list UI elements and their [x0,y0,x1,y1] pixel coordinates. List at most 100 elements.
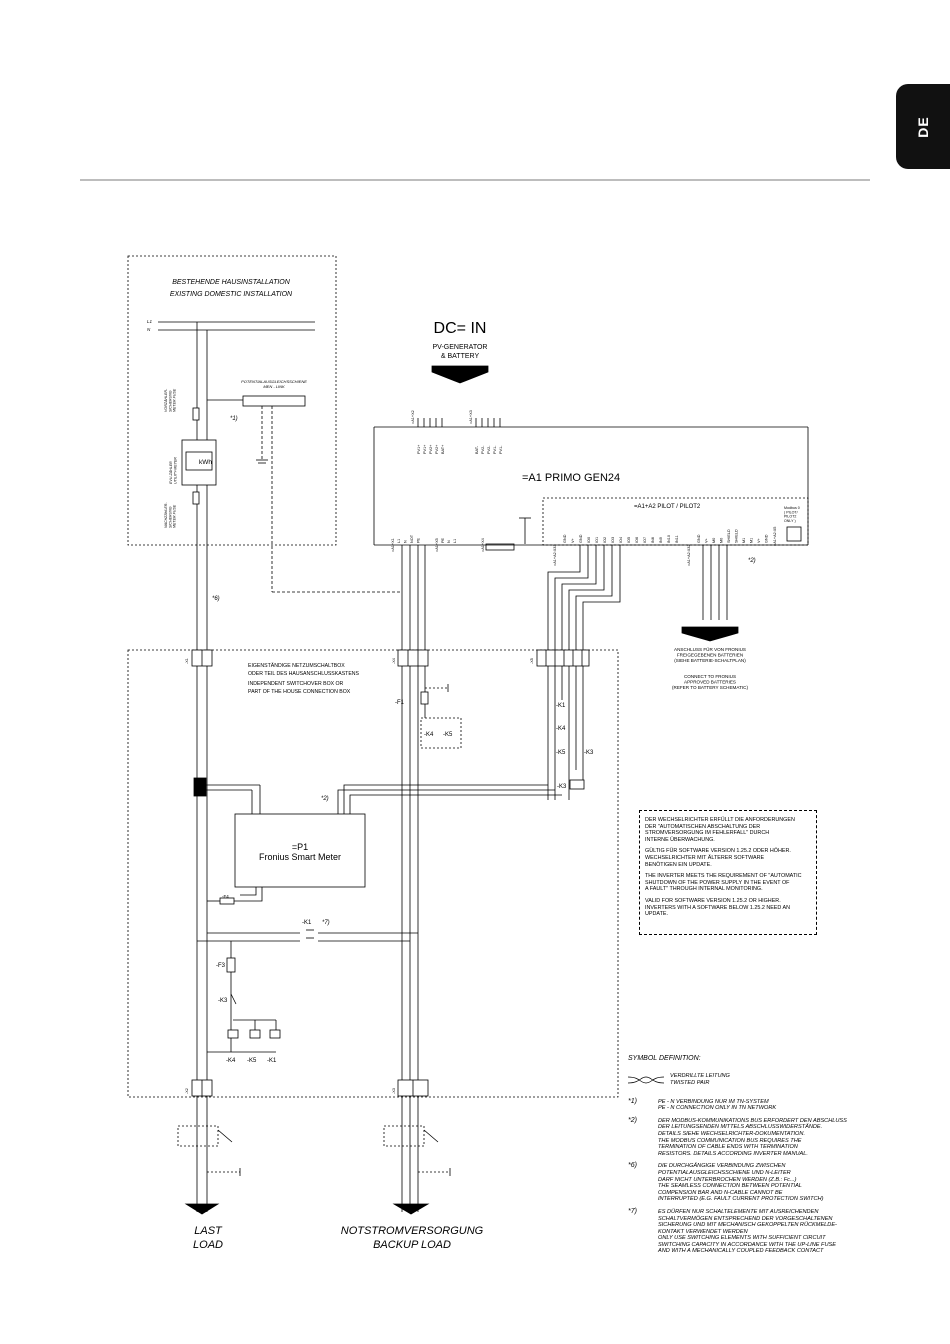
relay-k1-ref: *7) [322,920,330,926]
l1-label: L1 [147,319,153,324]
kwh-label: kWh [199,459,212,466]
legend-text-1: PE - N VERBINDUNG NUR IM TN-SYSTEM PE - … [658,1098,777,1112]
switchbox-en1: INDEPENDENT SWITCHOVER BOX OR [248,681,344,687]
x33-pin-label: IO4 [619,537,623,543]
x32-pin-label: M0 [712,538,716,543]
relay-k5-a: -K5 [443,732,453,738]
legend-text-2: DER MODBUS-KOMMUNIKATIONS BUS ERFORDERT … [658,1117,847,1157]
relay-k1-b: -K1 [556,703,566,709]
relay-k3-b: -K3 [584,750,594,756]
language-tab[interactable]: DE [896,84,950,169]
legend-key-7: *7) [628,1207,637,1215]
x2-pin-label: BAT+ [441,444,445,454]
backup-label-1: NOTSTROMVERSORGUNG [341,1225,484,1237]
legend-key-6: *6) [628,1162,637,1170]
x5-label: =A1+X5 [435,538,439,552]
x4-label: =A1+X4 [481,538,485,552]
legend-twist-text: VERDRILLTE LEITUNG TWISTED PAIR [670,1073,730,1086]
x35-label: =A1+A2:X5 [773,527,777,546]
relay-k5-b: -K5 [556,750,566,756]
x32-pin-label: SHIELD [735,529,739,543]
fuse-bottom-label: NACHZÄHLER-SICHERUNGMETER FUSE [164,502,177,528]
relay-k1-main: -K1 [302,920,312,926]
x32-pin-label: M1 [750,538,754,543]
x33-pin-label: IN8 [651,537,655,543]
terminal-x4: -X4 [392,658,396,664]
meter-name: =P1 [292,842,308,852]
x2-pin-label: PV2+ [429,444,433,454]
switchbox-de1: EIGENSTÄNDIGE NETZUMSCHALTBOX [248,662,345,669]
x2-pin-label: PV1+ [417,444,421,454]
x5-pin-label: PE [441,537,445,543]
load-label-1: LAST [194,1225,223,1237]
inverter-name: =A1 PRIMO GEN24 [522,472,620,484]
x32-pin-label: V+ [757,537,761,543]
relay-k3-d: -K3 [218,998,228,1004]
x5-pin-label: L1 [453,539,457,543]
domestic-installation-box [127,255,337,546]
backup-label-2: BACKUP LOAD [373,1239,451,1251]
note-4: VALID FOR SOFTWARE VERSION 1.25.2 OR HIG… [645,897,790,918]
relay-k4-a: -K4 [424,732,434,738]
x33-label: =A1+A2:X33 [553,544,557,566]
coil-k5: -K5 [247,1058,257,1064]
x2-label: =A1+X2 [411,410,415,424]
x3-pin-label: PV1- [493,445,497,454]
x33-pin-label: IO7 [643,537,647,543]
pilot-label: =A1+A2 PILOT / PILOT2 [634,504,701,510]
n-label: N [147,327,151,332]
x33-pin-label: IN9 [659,537,663,543]
x33-pin-label: IO0 [587,537,591,543]
fuse-top-label: VORZÄHLER-SICHERUNGMETER FUSE [164,388,177,412]
domestic-title-en: EXISTING DOMESTIC INSTALLATION [170,291,293,298]
x32-pin-label: M1 [742,538,746,543]
x33-pin-label: IO6 [635,537,639,543]
x32-pin-label: GND [697,534,701,543]
switchover-box [127,649,619,1098]
x2-pin-label: PV1+ [423,444,427,454]
x33-pin-label: GND [579,534,583,543]
legend-key-1: *1) [628,1097,637,1105]
legend-text-6: DIE DURCHGÄNGIGE VERBINDUNG ZWISCHEN POT… [658,1163,824,1203]
x33-pin-label: IO3 [611,537,615,543]
dc-sub1: PV-GENERATOR [433,344,488,351]
note-3: THE INVERTER MEETS THE REQUIREMENT OF "A… [645,873,802,893]
x1-pin-label: L1 [397,539,401,543]
domestic-title-de: BESTEHENDE HAUSINSTALLATION [172,279,291,286]
symbol-legend: SYMBOL DEFINITION: VERDRILLTE LEITUNG TW… [628,1055,858,1261]
terminal-x5: -X5 [530,658,534,664]
legend-key-2: *2) [628,1116,637,1124]
x32-pin-label: SHIELD [727,529,731,543]
inverter-notes: DER WECHSELRICHTER ERFÜLLT DIE ANFORDERU… [639,810,817,935]
relay-f1: -F1 [395,700,405,706]
legend-twisted-pair: VERDRILLTE LEITUNG TWISTED PAIR [628,1073,858,1087]
x33-pin-label: IN10 [667,535,671,543]
terminal-x1: -X1 [185,658,189,664]
note-2: GÜLTIG FÜR SOFTWARE VERSION 1.25.2 ODER … [645,848,791,868]
dc-sub2: & BATTERY [441,353,480,360]
inverter-ref-2: *2) [748,558,756,564]
x33-pin-label: IN11 [675,535,679,543]
twisted-pair-icon [628,1076,664,1083]
x3-label: =A1+X3 [469,410,473,424]
ref-6: *6) [212,596,220,602]
x3-pin-label: PV1- [499,445,503,454]
meter-side-label: EVU-ZÄHLERUTILITY-METER [169,457,177,484]
terminal-x2: -X2 [185,1088,189,1094]
legend-text-7: ES DÜRFEN NUR SCHALTELEMENTE MIT AUSREIC… [658,1208,837,1255]
meter-ref-2: *2) [321,796,329,802]
x33-pin-label: V+ [571,537,575,543]
x33-pin-label: IO1 [595,537,599,543]
x33-pin-label: GND [563,534,567,543]
relay-f4: -F4 [222,894,229,899]
switchbox-de2: ODER TEIL DES HAUSANSCHLUSSKASTENS [248,671,360,677]
meter-label: Fronius Smart Meter [259,852,341,862]
x32-label: =A1+A2:X32 [687,544,691,566]
load-label-2: LOAD [193,1239,223,1251]
x1-pin-label: NOT [410,534,414,543]
dc-title: DC= IN [434,320,487,337]
